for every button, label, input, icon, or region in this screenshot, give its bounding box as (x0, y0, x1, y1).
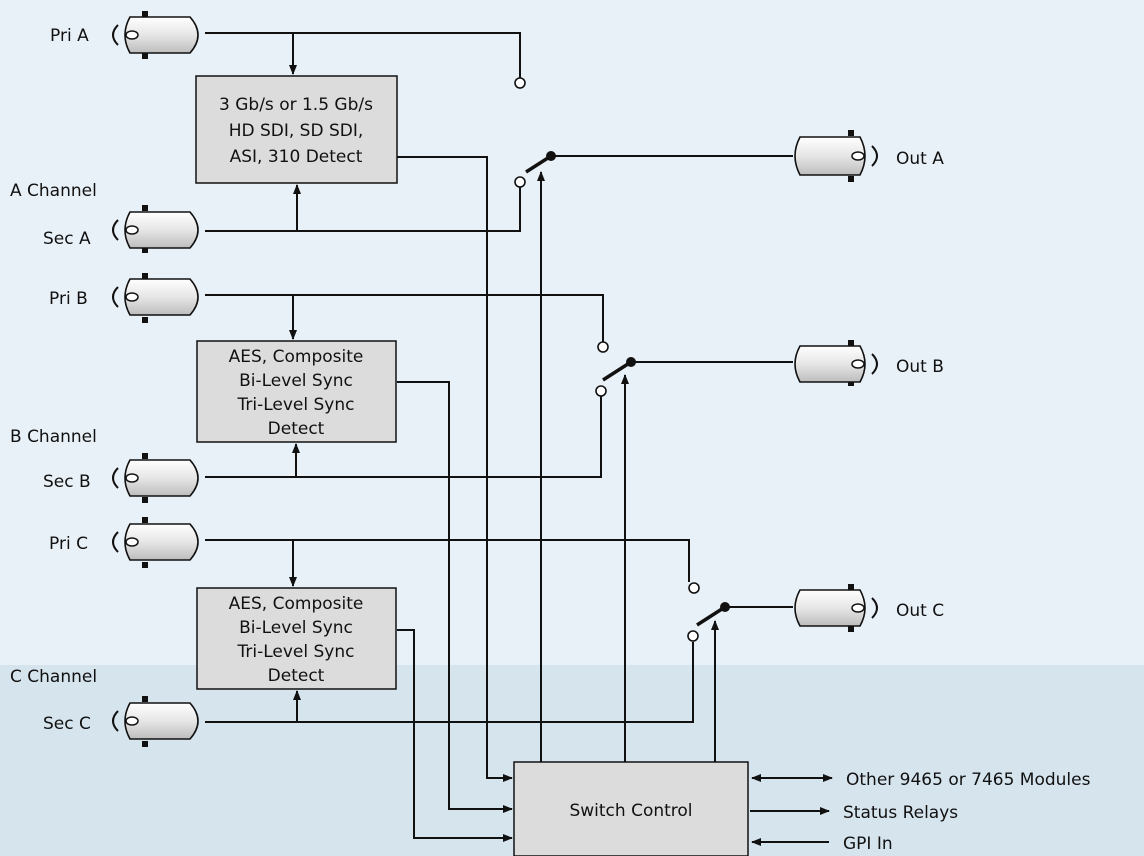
switch-control-box (513, 761, 749, 856)
out-a-connector (794, 130, 878, 182)
detect-b-line-2: Bi-Level Sync (239, 371, 353, 391)
a-channel-label: A Channel (10, 181, 97, 201)
detect-box-a (195, 75, 398, 184)
switch-c (696, 605, 726, 627)
switch-control-label: Switch Control (569, 801, 692, 821)
sec-b-label: Sec B (43, 472, 91, 492)
sec-c-label: Sec C (43, 714, 91, 734)
other-modules-label: Other 9465 or 7465 Modules (846, 770, 1091, 790)
right-io: Other 9465 or 7465 Modules Status Relays… (750, 770, 1091, 854)
out-b-label: Out B (896, 357, 944, 377)
detect-c-line-1: AES, Composite (229, 594, 364, 614)
pri-c-connector (112, 517, 199, 568)
detect-a-line-2: HD SDI, SD SDI, (229, 121, 364, 141)
detect-box-c (196, 587, 397, 690)
background-upper (0, 0, 1144, 665)
pri-b-connector (112, 273, 199, 323)
detect-c-line-3: Tri-Level Sync (237, 642, 355, 662)
sec-a-label: Sec A (43, 229, 91, 249)
sec-b-connector (112, 453, 199, 503)
detect-a-line-1: 3 Gb/s or 1.5 Gb/s (219, 95, 373, 115)
out-a-label: Out A (896, 149, 944, 169)
sec-c-connector (112, 696, 199, 747)
detect-a-line-3: ASI, 310 Detect (230, 147, 363, 167)
switch-b (602, 360, 632, 382)
detect-c-line-2: Bi-Level Sync (239, 618, 353, 638)
c-channel-label: C Channel (10, 667, 97, 687)
pri-c-label: Pri C (49, 534, 88, 554)
detect-b-line-1: AES, Composite (229, 347, 364, 367)
b-channel-label: B Channel (10, 427, 97, 447)
pri-a-connector (112, 11, 199, 59)
channel-b-section: Pri B B Channel Sec B AES, Composite Bi-… (10, 273, 944, 503)
gpi-in-label: GPI In (843, 834, 893, 854)
detect-b-line-4: Detect (268, 419, 325, 439)
channel-c-section: Pri C C Channel Sec C AES, Composite Bi-… (10, 517, 944, 747)
channel-a-section: Pri A A Channel Sec A 3 Gb/s or 1.5 Gb/s… (10, 11, 944, 253)
detect-b-line-3: Tri-Level Sync (237, 395, 355, 415)
pri-a-label: Pri A (50, 26, 89, 46)
control-lines (397, 156, 719, 842)
sec-a-connector (112, 205, 199, 253)
detect-c-line-4: Detect (268, 666, 325, 686)
status-relays-label: Status Relays (843, 803, 958, 823)
out-b-connector (794, 340, 878, 386)
out-c-connector (794, 584, 878, 632)
pri-b-label: Pri B (49, 289, 88, 309)
out-c-label: Out C (896, 601, 944, 621)
detect-box-b (196, 340, 397, 443)
